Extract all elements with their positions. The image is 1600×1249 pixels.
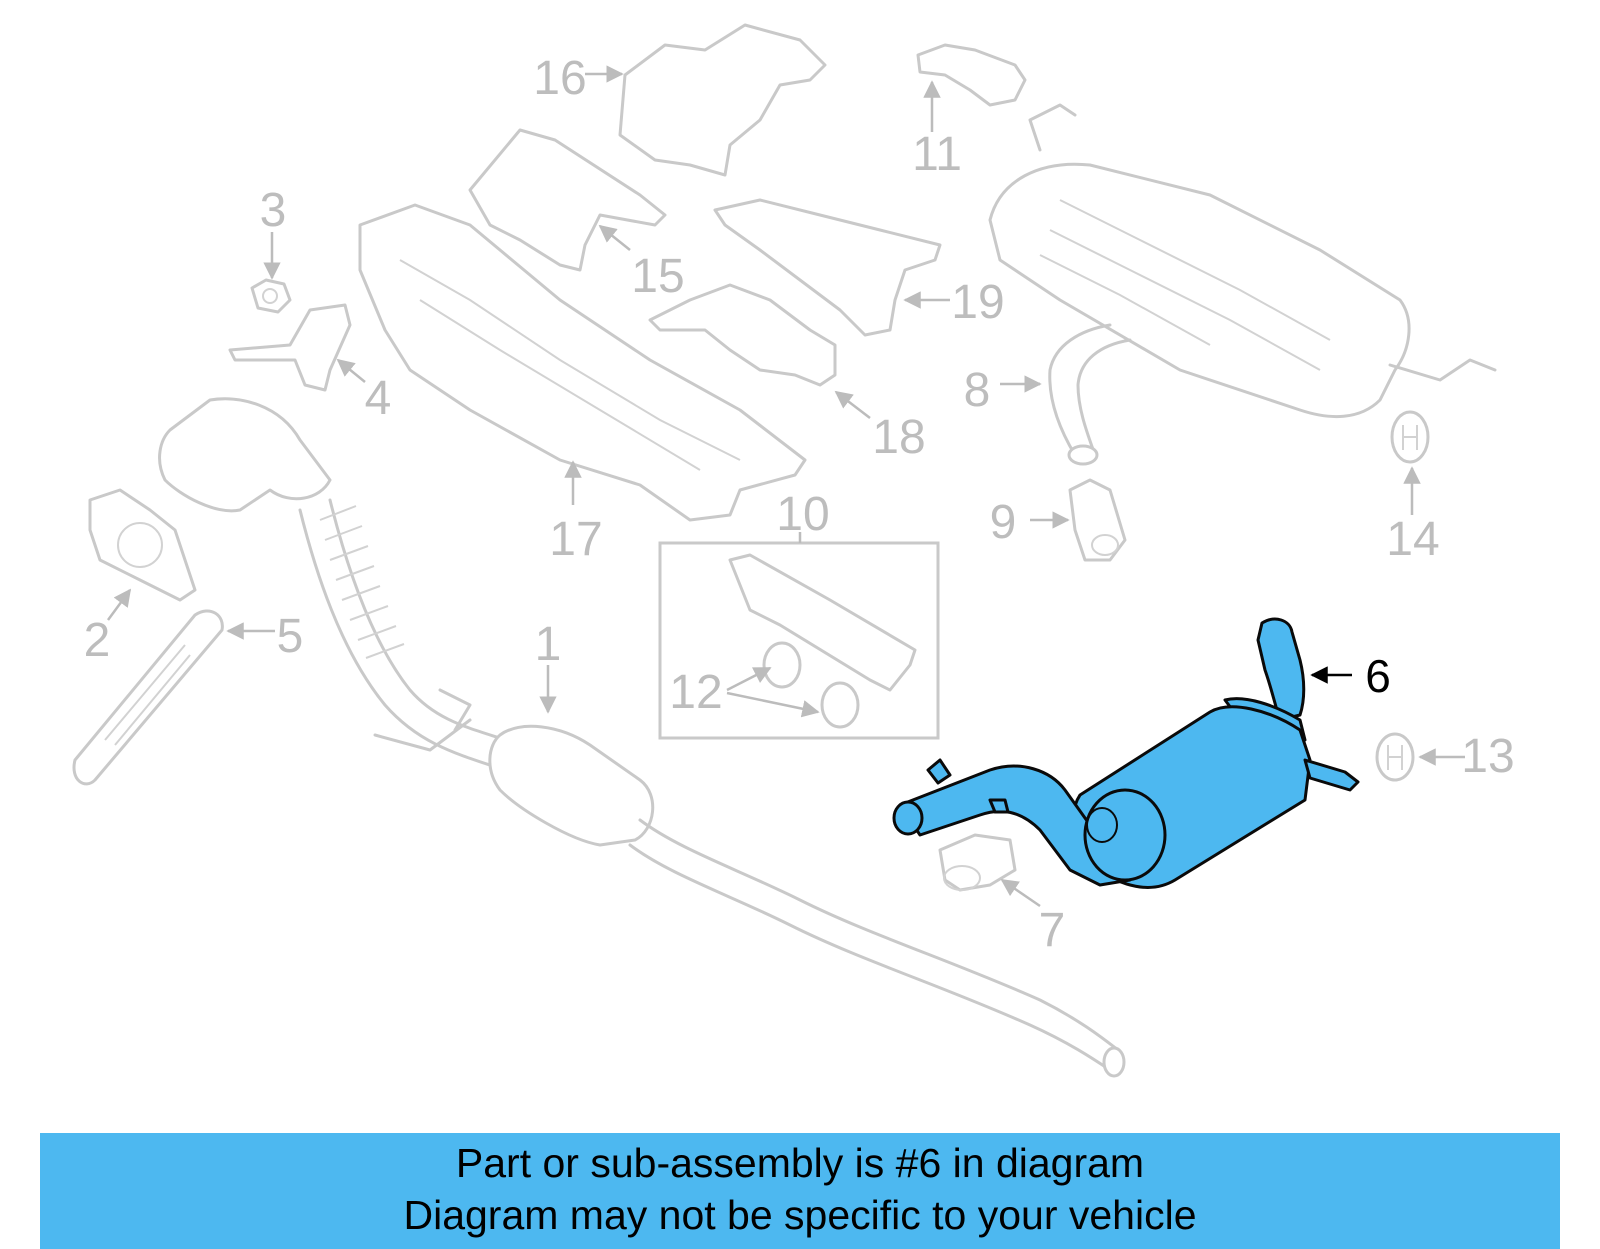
callout-arrows	[106, 65, 1465, 908]
callout-9: 9	[990, 496, 1017, 549]
callout-14: 14	[1386, 513, 1439, 566]
callout-1: 1	[535, 618, 562, 671]
callout-8: 8	[964, 364, 991, 417]
part-14-rubber-mount[interactable]	[1390, 410, 1430, 464]
callout-numbers: 1 2 3 4 5 6 7 8 9 10 11 12 13 14 15 16 1…	[84, 52, 1515, 957]
part-16-heat-shield[interactable]	[618, 23, 827, 177]
callout-16: 16	[533, 52, 586, 105]
callout-12: 12	[669, 666, 722, 719]
banner-line-disclaimer: Diagram may not be specific to your vehi…	[403, 1192, 1197, 1238]
part-2-gasket[interactable]	[88, 488, 197, 602]
part-15-heat-shield[interactable]	[468, 128, 667, 272]
callout-4: 4	[365, 372, 392, 425]
callout-18: 18	[872, 411, 925, 464]
callout-13: 13	[1461, 730, 1514, 783]
callout-2: 2	[84, 614, 111, 667]
part-1-front-pipe[interactable]	[158, 397, 1126, 1078]
part-7-clamp[interactable]	[938, 833, 1017, 892]
callout-3: 3	[260, 184, 287, 237]
part-3-nut[interactable]	[250, 278, 292, 314]
part-9-clamp[interactable]	[1068, 478, 1127, 562]
callout-10: 10	[776, 488, 829, 541]
part-8-rear-muffler[interactable]	[988, 103, 1497, 466]
callout-15: 15	[631, 250, 684, 303]
info-banner: Part or sub-assembly is #6 in diagram Di…	[40, 1133, 1560, 1249]
part-19-heat-shield[interactable]	[713, 198, 942, 337]
callout-6: 6	[1365, 650, 1391, 702]
part-5-hanger-bracket[interactable]	[72, 609, 224, 786]
part-13-rubber-mount[interactable]	[1375, 732, 1415, 782]
part-18-heat-shield[interactable]	[648, 283, 837, 387]
part-12-mount-b[interactable]	[820, 681, 860, 729]
part-12-mount-a[interactable]	[762, 641, 802, 689]
part-10-bracket-kit[interactable]	[658, 541, 940, 740]
banner-line-part: Part or sub-assembly is #6 in diagram	[455, 1140, 1145, 1186]
part-4-bracket[interactable]	[228, 303, 352, 392]
callout-17: 17	[549, 513, 602, 566]
part-6-center-muffler[interactable]	[892, 617, 1360, 889]
part-17-heat-shield[interactable]	[358, 203, 807, 522]
callout-5: 5	[277, 610, 304, 663]
callout-7: 7	[1039, 904, 1066, 957]
callout-11: 11	[912, 128, 962, 181]
part-11-bracket[interactable]	[916, 43, 1027, 107]
callout-19: 19	[951, 276, 1004, 329]
